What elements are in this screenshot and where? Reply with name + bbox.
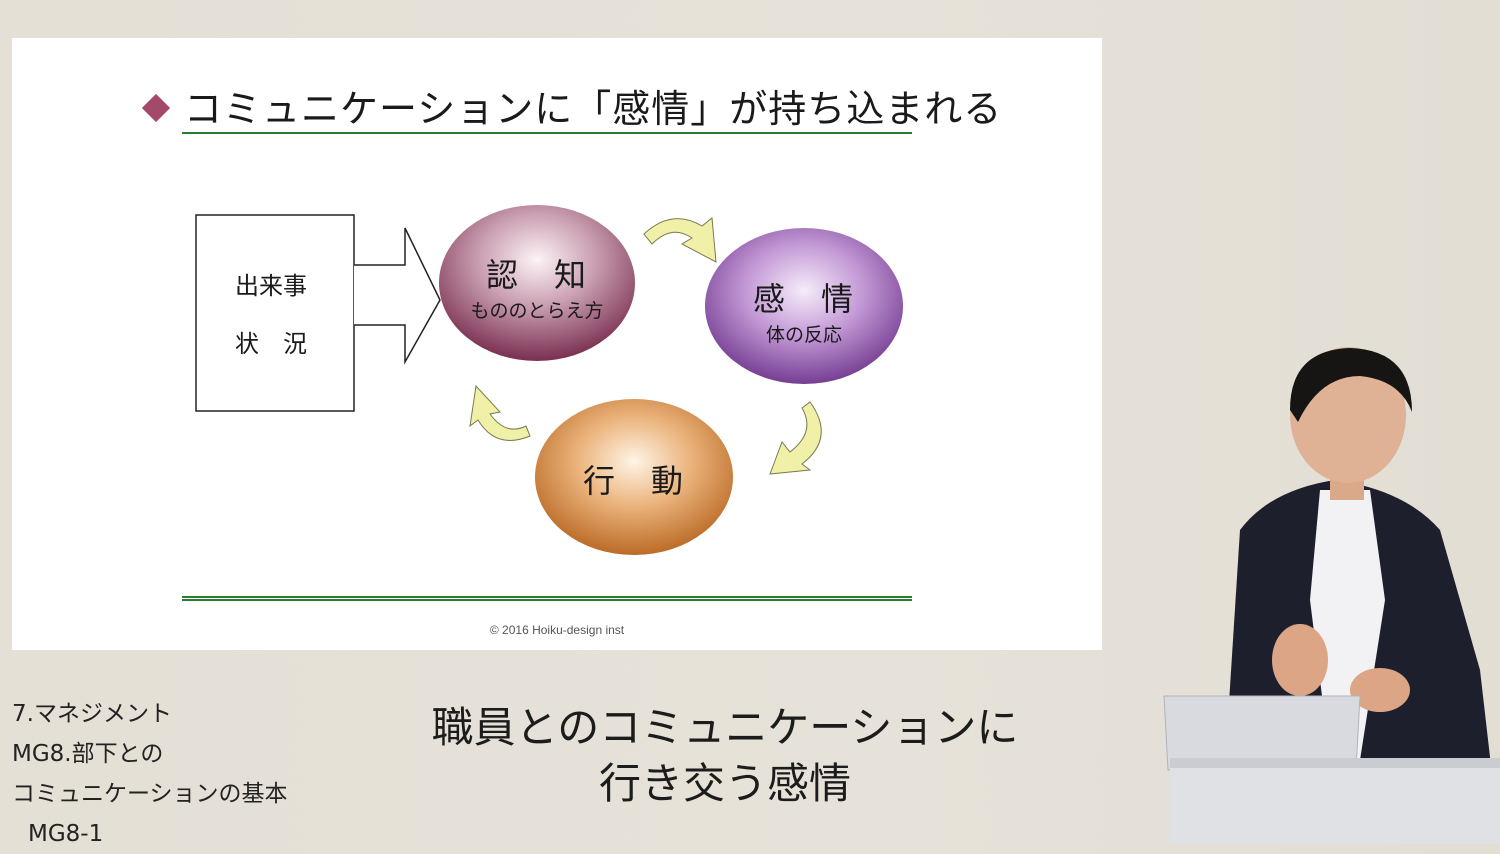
action-label: 行 動 xyxy=(535,456,733,502)
presenter-hair xyxy=(1290,348,1412,422)
course-topic: コミュニケーションの基本 xyxy=(12,781,288,807)
cognition-subtitle: もののとらえ方 xyxy=(470,300,604,322)
presenter-hand xyxy=(1350,668,1410,712)
curved-arrow-icon xyxy=(769,401,822,475)
cognition-ellipse xyxy=(439,205,635,361)
course-info: 7.マネジメント MG8.部下との コミュニケーションの基本 MG8-1 xyxy=(12,694,288,854)
title-underline xyxy=(182,132,912,134)
emotion-title: 感 情 xyxy=(752,280,855,318)
slide-title-text: コミュニケーションに「感情」が持ち込まれる xyxy=(184,87,1003,131)
footer-rule xyxy=(182,596,912,601)
copyright-text: © 2016 Hoiku-design inst xyxy=(489,623,625,637)
lecture-caption: 職員とのコミュニケーションに 行き交う感情 xyxy=(375,700,1075,812)
cognition-label: 認 知 もののとらえ方 xyxy=(439,250,635,323)
event-box xyxy=(195,214,355,412)
podium xyxy=(1170,758,1500,844)
situation-label: 状 況 xyxy=(235,330,307,358)
curved-arrow-icon xyxy=(643,217,717,263)
curved-arrow-icon xyxy=(469,384,531,441)
emotion-label: 感 情 体の反応 xyxy=(705,274,903,347)
action-title: 行 動 xyxy=(582,462,685,500)
course-category: 7.マネジメント xyxy=(12,701,172,727)
emotion-cycle-diagram xyxy=(195,205,903,555)
action-ellipse xyxy=(535,399,733,555)
cognition-title: 認 知 xyxy=(485,256,588,294)
event-arrow-icon xyxy=(354,227,441,365)
emotion-subtitle: 体の反応 xyxy=(765,324,842,346)
podium-edge xyxy=(1170,758,1500,768)
event-label: 出来事 xyxy=(235,272,307,300)
slide-title: コミュニケーションに「感情」が持ち込まれる xyxy=(141,78,1003,133)
caption-line-2: 行き交う感情 xyxy=(598,759,851,808)
presenter-hand xyxy=(1272,624,1328,696)
emotion-ellipse xyxy=(705,228,903,384)
presentation-slide: コミュニケーションに「感情」が持ち込まれる xyxy=(12,38,1102,650)
caption-line-1: 職員とのコミュニケーションに xyxy=(431,703,1019,752)
course-module: MG8.部下との xyxy=(12,741,164,767)
course-code: MG8-1 xyxy=(28,821,104,847)
presenter-figure xyxy=(1163,347,1500,844)
